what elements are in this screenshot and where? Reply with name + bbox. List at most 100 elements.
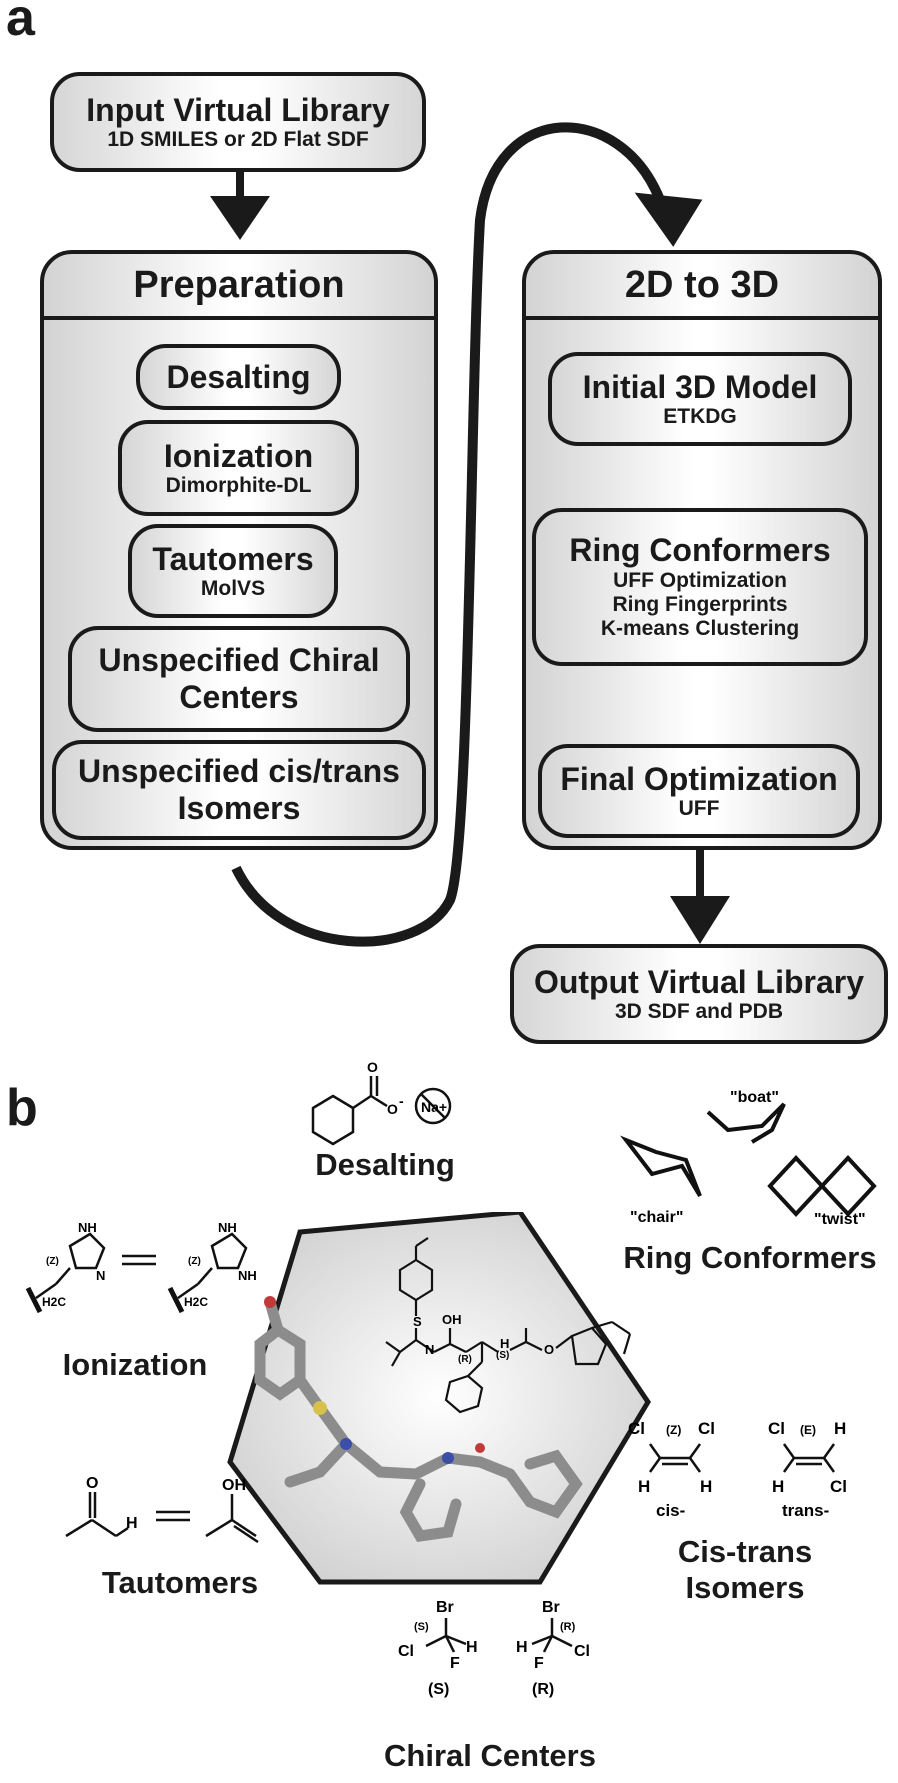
panel-a-letter: a	[6, 0, 35, 47]
nitrogen-sphere	[340, 1438, 352, 1450]
prep-step-title: Unspecified cis/trans Isomers	[78, 753, 400, 826]
ion-z-left: (Z)	[46, 1256, 59, 1267]
output-library-title: Output Virtual Library	[533, 963, 865, 1000]
ester-oxygen: O	[544, 1342, 554, 1357]
hexagon-shape	[227, 1212, 651, 1585]
prep-step-subtitle: Dimorphite-DL	[165, 474, 312, 498]
chiral-f-right: F	[534, 1655, 544, 1672]
flow-arrows	[210, 122, 730, 947]
output-library-box: Output Virtual Library 3D SDF and PDB	[510, 944, 888, 1044]
chiral-h-left: H	[466, 1639, 478, 1656]
ion-nh-left: NH	[78, 1220, 97, 1235]
nitrogen-sphere-2	[442, 1452, 454, 1464]
conv-step-line: Ring Fingerprints	[612, 593, 788, 617]
chiral-centers-label: Chiral Centers	[384, 1738, 596, 1773]
conv-step-title: Initial 3D Model	[582, 368, 818, 405]
prep-step-cistrans: Unspecified cis/trans Isomers	[52, 740, 426, 840]
prep-step-ionization: Ionization Dimorphite-DL	[118, 420, 359, 516]
conversion-header: 2D to 3D	[526, 254, 878, 320]
taut-h: H	[126, 1515, 138, 1532]
cis-cl-right: Cl	[698, 1419, 715, 1438]
amide-nh: H	[500, 1336, 509, 1351]
prep-step-title: Unspecified Chiral Centers	[98, 642, 380, 715]
cis-trans-structure: Cl Cl (Z) H H cis- Cl (E) H H Cl trans-	[628, 1419, 847, 1520]
chiral-cl-right: Cl	[574, 1643, 590, 1660]
twist-label: "twist"	[814, 1211, 866, 1228]
stereo-r-label: (R)	[458, 1354, 472, 1365]
preparation-header: Preparation	[44, 254, 434, 320]
nitrogen-atom: N	[425, 1342, 434, 1357]
carboxylate-charge: -	[399, 1093, 404, 1109]
conv-step-line: UFF	[678, 797, 720, 821]
cis-cl-left: Cl	[628, 1419, 645, 1438]
chiral-h-right: H	[516, 1639, 528, 1656]
ligand-3d-sticks	[254, 1296, 583, 1542]
output-library-subtitle: 3D SDF and PDB	[614, 1000, 784, 1024]
chiral-structure: Br (S) Cl F H (S) Br (R) Cl F H (R)	[398, 1599, 590, 1698]
trans-h-left: H	[772, 1477, 784, 1496]
cis-h-right: H	[700, 1477, 712, 1496]
hydroxyl-label: OH	[442, 1312, 462, 1327]
ligand-2d-structure	[385, 1237, 632, 1414]
prep-step-chiral: Unspecified Chiral Centers	[68, 626, 410, 732]
trans-cl-right: Cl	[830, 1477, 847, 1496]
oxygen-sphere	[264, 1296, 276, 1308]
ion-ch2-right: H2C	[184, 1295, 208, 1309]
ionization-label: Ionization	[62, 1347, 208, 1382]
taut-o: O	[86, 1475, 98, 1492]
conv-step-line: UFF Optimization	[613, 569, 787, 593]
chiral-r-label: (R)	[532, 1681, 554, 1698]
trans-e: (E)	[800, 1423, 816, 1437]
input-library-box: Input Virtual Library 1D SMILES or 2D Fl…	[50, 72, 426, 172]
ion-z-right: (Z)	[188, 1256, 201, 1267]
central-hexagon: S OH N (R) (S) H O	[227, 1212, 651, 1585]
conv-step-line: ETKDG	[663, 405, 737, 429]
ring-conformers-label: Ring Conformers	[623, 1240, 877, 1275]
ion-nh-right-2: NH	[238, 1268, 257, 1283]
chiral-cl-left: Cl	[398, 1643, 414, 1660]
carboxylate-o: O	[387, 1101, 398, 1117]
prep-step-subtitle: MolVS	[200, 577, 266, 601]
conv-step-ring: Ring Conformers UFF Optimization Ring Fi…	[532, 508, 868, 666]
prep-step-title: Tautomers	[152, 540, 314, 577]
sulfur-sphere	[313, 1401, 327, 1415]
cis-z: (Z)	[666, 1423, 681, 1437]
arrow-head-output	[670, 896, 730, 944]
trans-cl-left: Cl	[768, 1419, 785, 1438]
tautomers-structure: O H OH	[65, 1475, 259, 1544]
prep-step-desalting: Desalting	[136, 344, 341, 410]
ion-nh-right: NH	[218, 1220, 237, 1235]
ion-ch2-left: H2C	[42, 1295, 66, 1309]
input-library-title: Input Virtual Library	[86, 91, 390, 128]
ionization-structure: NH N (Z) H2C NH NH (Z) H2C	[25, 1220, 257, 1314]
chiral-s-label: (S)	[428, 1681, 449, 1698]
prep-step-title: Desalting	[166, 358, 311, 395]
trans-h-right: H	[834, 1419, 846, 1438]
desalting-label: Desalting	[315, 1147, 455, 1182]
arrow-prep-to-3d	[231, 122, 665, 947]
stereo-s-label: (S)	[496, 1350, 509, 1361]
chiral-f-left: F	[450, 1655, 460, 1672]
conv-step-initial: Initial 3D Model ETKDG	[548, 352, 852, 446]
arrow-head-input	[210, 196, 270, 240]
tautomers-label: Tautomers	[101, 1565, 259, 1600]
conv-step-title: Final Optimization	[560, 760, 838, 797]
conv-step-final: Final Optimization UFF	[538, 744, 860, 838]
chiral-s-small: (S)	[414, 1621, 429, 1633]
desalting-structure: O O - Na+	[311, 1059, 452, 1146]
cis-h-left: H	[638, 1477, 650, 1496]
chiral-br-right: Br	[542, 1599, 560, 1616]
cis-trans-label: Cis-trans Isomers	[677, 1534, 813, 1605]
sulfur-atom: S	[413, 1314, 422, 1329]
arrow-head-3d	[634, 192, 703, 247]
taut-oh: OH	[222, 1477, 246, 1494]
chiral-br-left: Br	[436, 1599, 454, 1616]
oxygen-sphere-2	[475, 1443, 485, 1453]
trans-label: trans-	[782, 1501, 829, 1520]
chair-label: "chair"	[630, 1209, 683, 1226]
panel-b-letter: b	[6, 1079, 38, 1137]
ion-n-left: N	[96, 1268, 105, 1283]
conv-step-line: K-means Clustering	[600, 617, 800, 641]
prep-step-tautomers: Tautomers MolVS	[128, 524, 338, 618]
conv-step-title: Ring Conformers	[569, 532, 831, 569]
